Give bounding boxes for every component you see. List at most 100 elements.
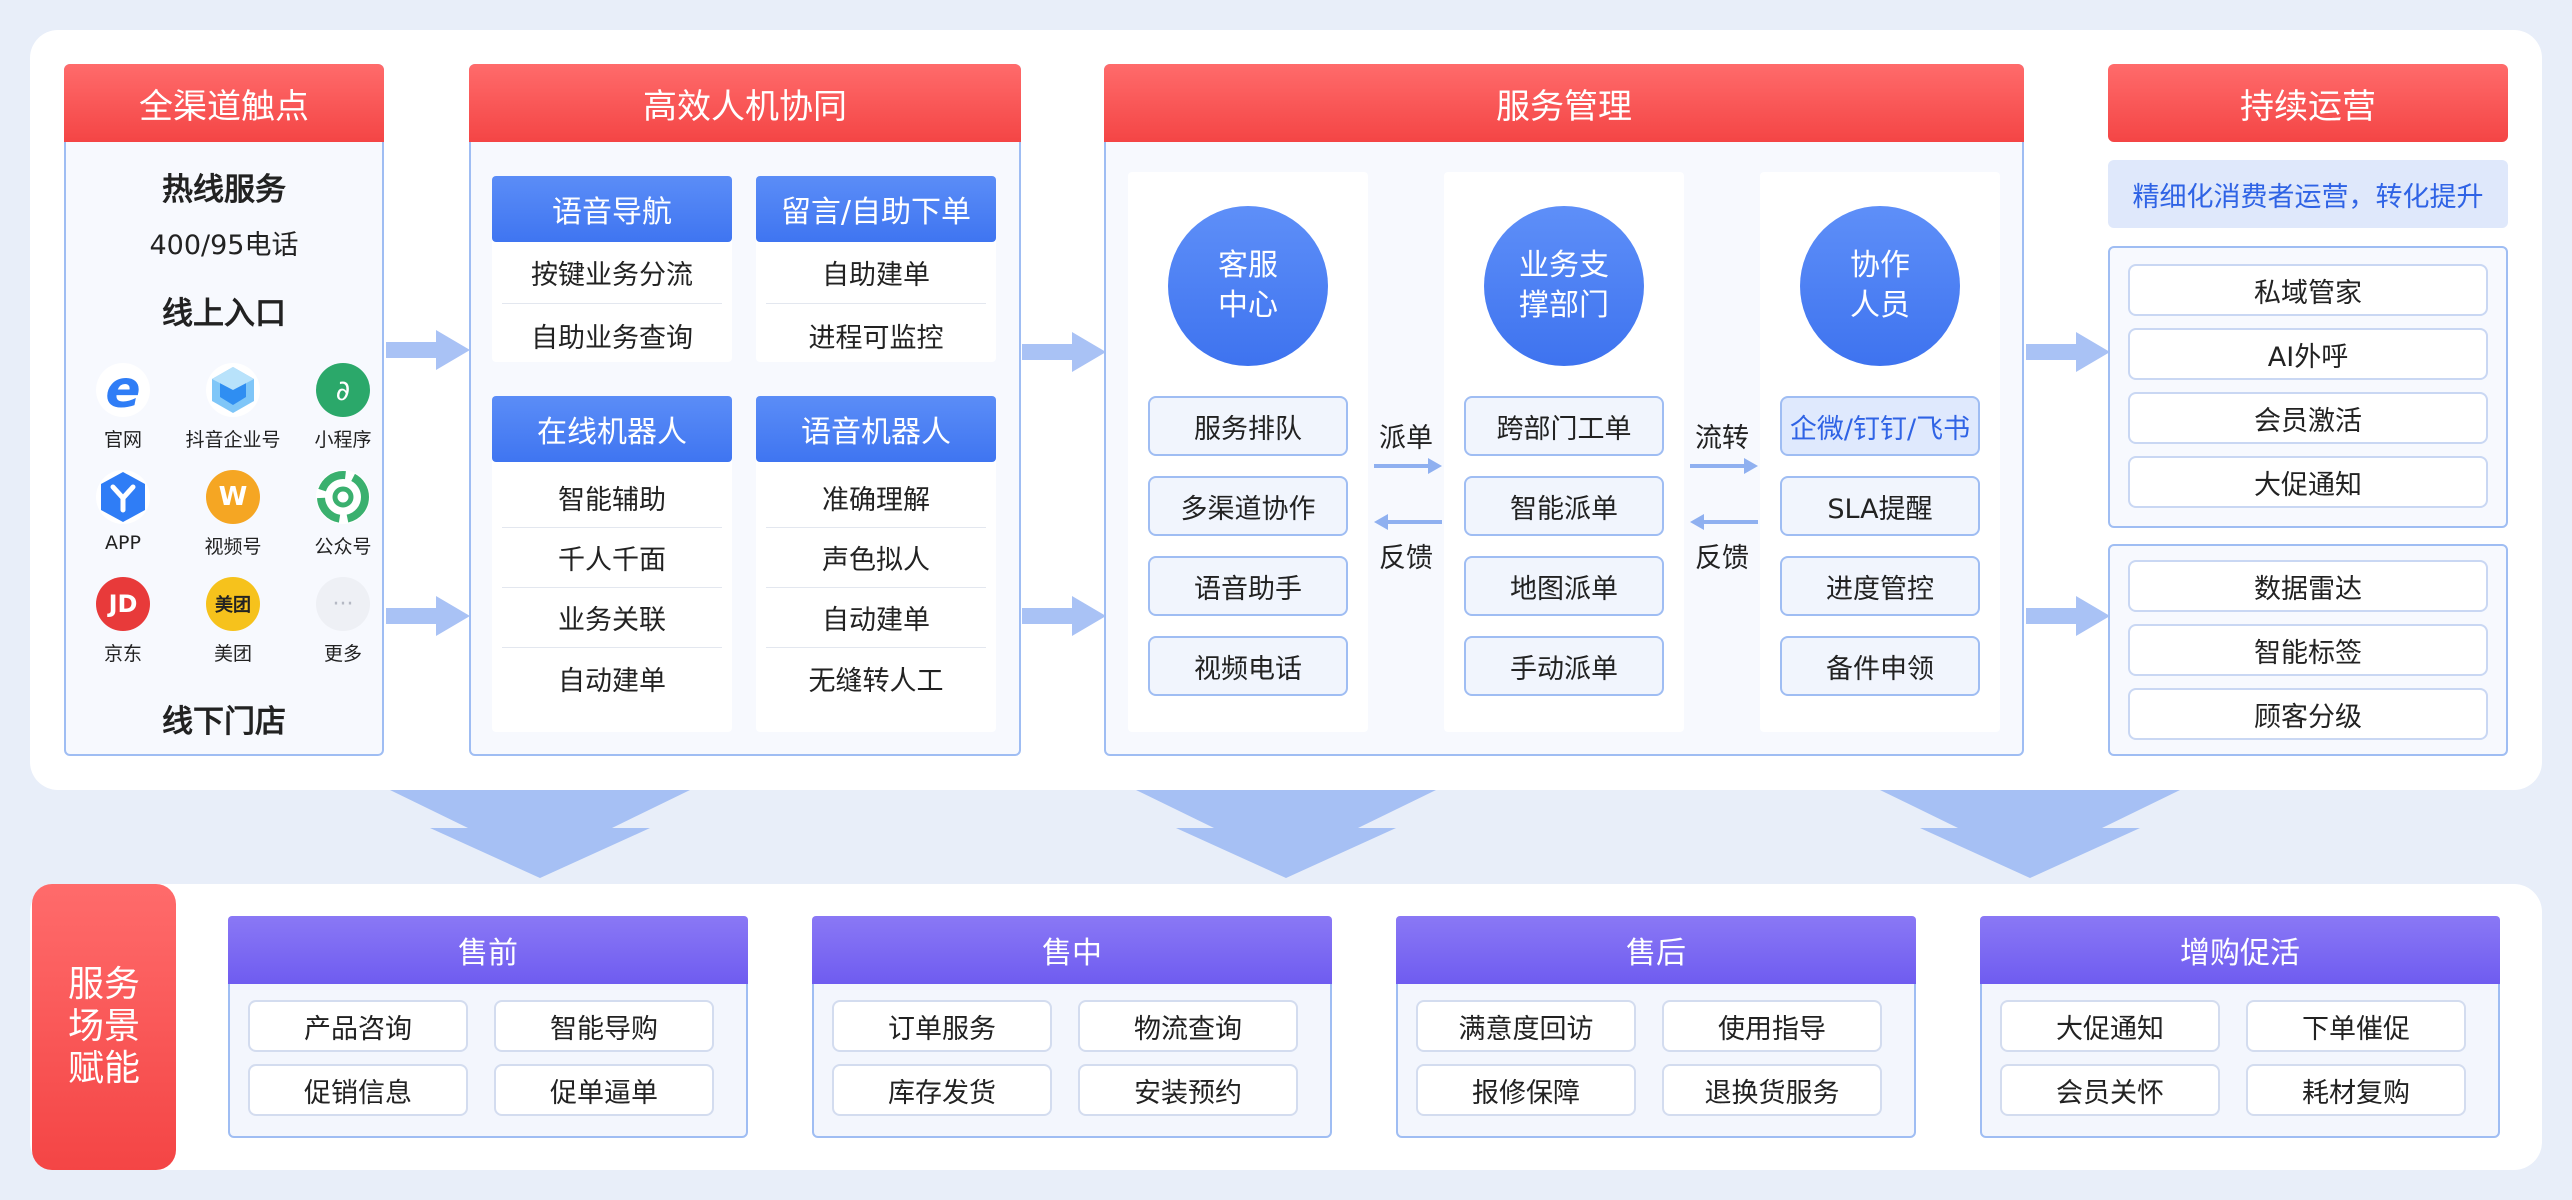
collab-item: 业务关联 <box>502 588 722 648</box>
ops-item: 数据雷达 <box>2128 560 2488 612</box>
mini-program-icon: ∂ <box>316 363 370 417</box>
ops-subtitle: 精细化消费者运营，转化提升 <box>2108 160 2508 228</box>
app-icon <box>96 470 150 524</box>
collab-item: 智能辅助 <box>502 468 722 528</box>
collab-item: 按键业务分流 <box>502 242 722 304</box>
flow-arrow-1b <box>386 596 470 636</box>
service-item: 服务排队 <box>1148 396 1348 456</box>
scene-item: 智能导购 <box>494 1000 714 1052</box>
flow-arrow-3a <box>2026 332 2110 372</box>
scene-item: 退换货服务 <box>1662 1064 1882 1116</box>
jd-icon: JD <box>96 577 150 631</box>
service-item: 地图派单 <box>1464 556 1664 616</box>
service-item: 语音助手 <box>1148 556 1348 616</box>
collab-item: 自动建单 <box>766 588 986 648</box>
hotline-title: 热线服务 <box>162 172 286 208</box>
dispatch-arrow <box>1374 458 1442 474</box>
scene-item: 大促通知 <box>2000 1000 2220 1052</box>
official-account-icon <box>316 470 370 524</box>
down-arrow-3 <box>1880 790 2180 878</box>
service-item-highlight: 企微/钉钉/飞书 <box>1780 396 1980 456</box>
service-item: 智能派单 <box>1464 476 1664 536</box>
scene-item: 促销信息 <box>248 1064 468 1116</box>
service-item: 跨部门工单 <box>1464 396 1664 456</box>
meituan-icon: 美团 <box>206 577 260 631</box>
channel-app[interactable]: APP <box>68 470 178 559</box>
collab-item: 准确理解 <box>766 468 986 528</box>
channel-mini-program[interactable]: ∂小程序 <box>288 363 398 452</box>
flow-arrow-2b <box>1022 596 1106 636</box>
biz-dept-circle: 业务支 撑部门 <box>1484 206 1644 366</box>
scene-title: 售中 <box>812 916 1332 984</box>
ops-title: 持续运营 <box>2108 64 2508 142</box>
collab-item: 自动建单 <box>558 665 666 697</box>
ops-item: AI外呼 <box>2128 328 2488 380</box>
flow-arrow-1a <box>386 330 470 370</box>
online-title: 线上入口 <box>162 296 286 332</box>
more-icon: ··· <box>316 577 370 631</box>
ops-item: 智能标签 <box>2128 624 2488 676</box>
feedback-label: 反馈 <box>1379 543 1433 574</box>
touchpoints-title: 全渠道触点 <box>64 64 384 142</box>
channel-meituan[interactable]: 美团美团 <box>178 577 288 666</box>
scene-item: 库存发货 <box>832 1064 1052 1116</box>
ops-item: 大促通知 <box>2128 456 2488 508</box>
down-arrow-2 <box>1136 790 1436 878</box>
message-header: 留言/自助下单 <box>756 176 996 242</box>
douyin-enterprise-icon <box>206 363 260 417</box>
channel-more[interactable]: ···更多 <box>288 577 398 666</box>
service-item: 视频电话 <box>1148 636 1348 696</box>
video-channel-icon: W <box>206 470 260 524</box>
collab-item: 自助建单 <box>766 242 986 304</box>
channel-douyin[interactable]: 抖音企业号 <box>178 363 288 452</box>
collab-item: 声色拟人 <box>766 528 986 588</box>
dispatch-label: 派单 <box>1379 423 1433 454</box>
scene-title: 售后 <box>1396 916 1916 984</box>
service-item: 多渠道协作 <box>1148 476 1348 536</box>
scene-item: 报修保障 <box>1416 1064 1636 1116</box>
scene-item: 会员关怀 <box>2000 1064 2220 1116</box>
ie-browser-icon: e <box>96 360 150 420</box>
scene-title: 增购促活 <box>1980 916 2500 984</box>
collab-block-voice-bot: 语音机器人 准确理解 声色拟人 自动建单 无缝转人工 <box>756 396 996 732</box>
scene-item: 产品咨询 <box>248 1000 468 1052</box>
cs-center-circle: 客服 中心 <box>1168 206 1328 366</box>
hotline-number: 400/95电话 <box>149 230 299 261</box>
voice-nav-header: 语音导航 <box>492 176 732 242</box>
collab-item: 自助业务查询 <box>531 322 693 354</box>
service-item: 进度管控 <box>1780 556 1980 616</box>
online-bot-header: 在线机器人 <box>492 396 732 462</box>
flow-arrow-2a <box>1022 332 1106 372</box>
scene-item: 使用指导 <box>1662 1000 1882 1052</box>
service-item: SLA提醒 <box>1780 476 1980 536</box>
down-arrow-1 <box>390 790 690 878</box>
collab-block-voice-nav: 语音导航 按键业务分流 自助业务查询 <box>492 176 732 362</box>
scene-item: 物流查询 <box>1078 1000 1298 1052</box>
ops-item: 顾客分级 <box>2128 688 2488 740</box>
service-item: 手动派单 <box>1464 636 1664 696</box>
service-title: 服务管理 <box>1104 64 2024 142</box>
scene-item: 促单逼单 <box>494 1064 714 1116</box>
ops-item: 私域管家 <box>2128 264 2488 316</box>
channel-official-account[interactable]: 公众号 <box>288 470 398 559</box>
flow-arrow-3b <box>2026 596 2110 636</box>
collab-item: 无缝转人工 <box>808 665 944 697</box>
ops-item: 会员激活 <box>2128 392 2488 444</box>
collab-item: 进程可监控 <box>808 322 944 354</box>
feedback-label-2: 反馈 <box>1695 543 1749 574</box>
scene-title: 售前 <box>228 916 748 984</box>
collab-title: 高效人机协同 <box>469 64 1021 142</box>
scene-item: 满意度回访 <box>1416 1000 1636 1052</box>
transfer-label: 流转 <box>1695 423 1749 454</box>
collab-staff-circle: 协作 人员 <box>1800 206 1960 366</box>
scene-item: 耗材复购 <box>2246 1064 2466 1116</box>
scene-item: 下单催促 <box>2246 1000 2466 1052</box>
scene-item: 安装预约 <box>1078 1064 1298 1116</box>
collab-item: 千人千面 <box>502 528 722 588</box>
scenes-label: 服务 场景 赋能 <box>32 884 176 1170</box>
